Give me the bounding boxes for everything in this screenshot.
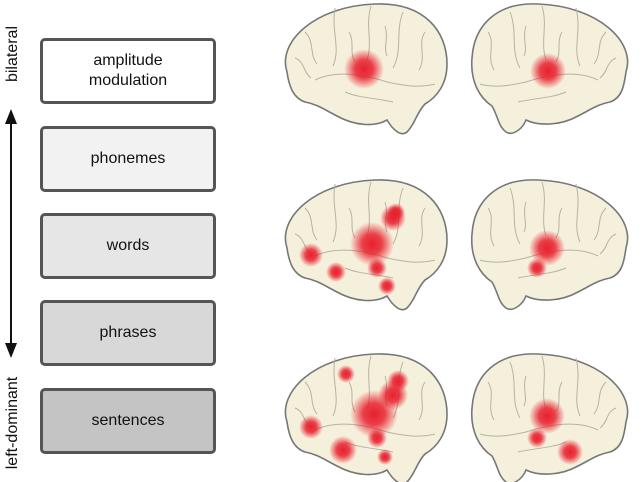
activation-blob [557,439,583,465]
level-phonemes: phonemes [40,126,216,192]
activation-blob [387,203,405,221]
level-phrases: phrases [40,300,216,366]
activation-blob [329,436,357,464]
activation-blob [299,243,323,267]
activation-blob [350,222,394,266]
activation-blob [377,449,393,465]
level-words: words [40,213,216,279]
activation-blob [367,428,387,448]
activation-blob [326,262,346,282]
activation-blob [387,370,409,392]
activation-blob [530,53,566,89]
activation-blob [378,277,396,295]
activation-blob [527,258,547,278]
level-sentences: sentences [40,388,216,454]
activation-blob [367,258,387,278]
activation-blob [529,230,565,266]
activation-blob [344,49,384,89]
activation-blob [529,398,565,434]
activation-blob [299,415,323,439]
level-amplitude-modulation: amplitude modulation [40,38,216,104]
activation-blob [527,428,547,448]
activation-blob [337,365,355,383]
